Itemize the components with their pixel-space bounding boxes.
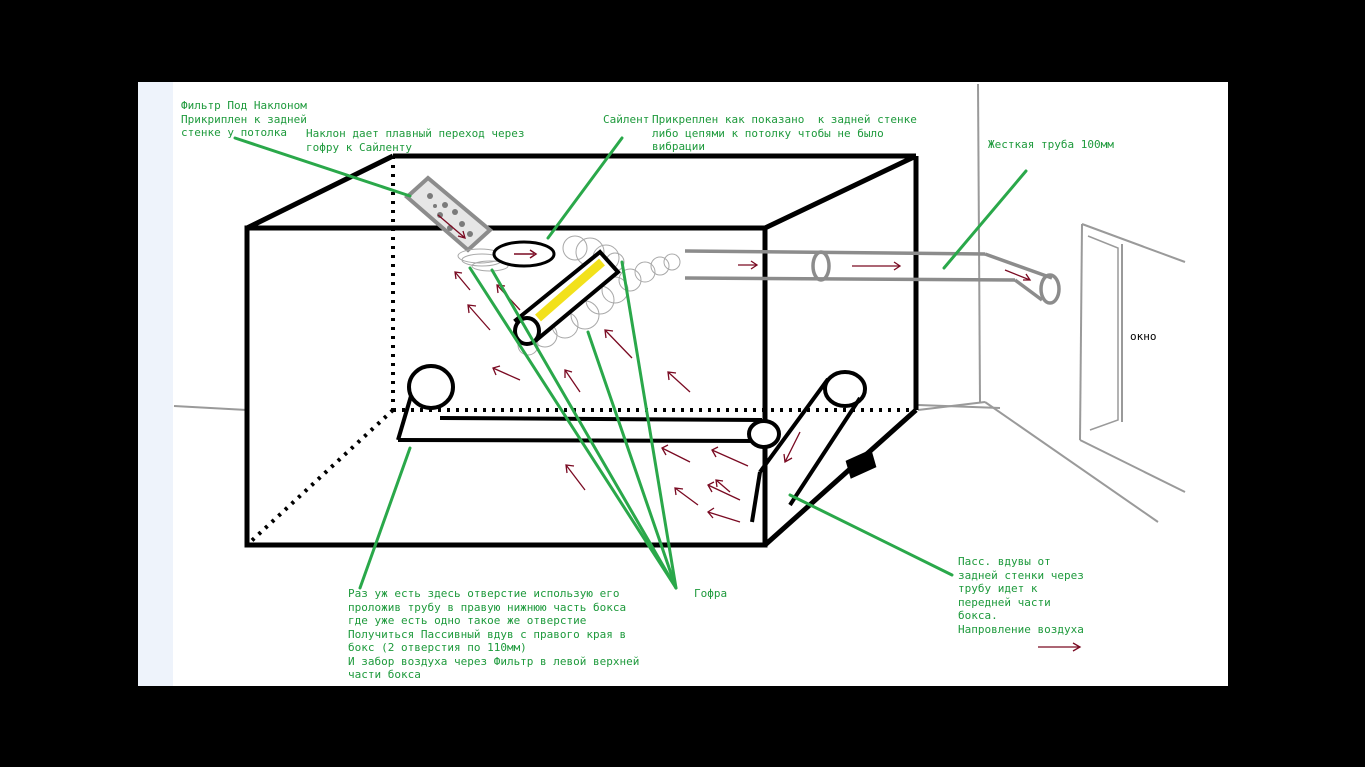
label-hole: Раз уж есть здесь отверстие использую ег… — [348, 587, 640, 681]
arrow-up-left-2 — [564, 369, 581, 393]
arrow-up-left-10 — [711, 446, 749, 467]
arrow-up-left-1 — [492, 365, 521, 381]
arrow-filter — [437, 214, 466, 239]
room-walls — [173, 83, 1186, 523]
arrow-up-left-6 — [467, 304, 491, 331]
grow-box — [244, 153, 919, 548]
label-filter: Фильтр Под Наклоном Прикриплен к задней … — [181, 99, 307, 139]
drawing-canvas — [138, 82, 1228, 686]
inner-pipes — [396, 364, 877, 523]
pointer-silent — [546, 136, 624, 240]
label-gofra: Гофра — [694, 587, 728, 600]
label-attached: Прикреплен как показано к задней стенке … — [652, 113, 917, 153]
filter — [403, 175, 494, 253]
arrow-duct-1 — [738, 260, 759, 270]
pointer-gofra-2 — [490, 268, 678, 590]
label-passive: Пасс. вдувы от задней стенки через трубу… — [958, 555, 1084, 636]
arrow-duct-2 — [852, 261, 902, 271]
pointer-gofra-1 — [468, 266, 678, 590]
pointer-hole — [358, 446, 412, 590]
arrow-duct-3 — [1004, 269, 1032, 281]
silent-fan — [492, 240, 621, 346]
arrow-up-left-3 — [667, 371, 691, 393]
window-frame — [1087, 235, 1119, 431]
label-tilt: Наклон дает плавный переход через гофру … — [306, 127, 525, 154]
pointer-lines — [233, 136, 1028, 590]
arrow-legend — [1038, 642, 1082, 652]
label-rigid-pipe: Жесткая труба 100мм — [988, 138, 1114, 151]
rigid-pipe — [684, 249, 1061, 305]
pointer-gofra-4 — [620, 260, 678, 590]
arrow-up-left-12 — [674, 487, 699, 506]
arrow-up-left-14 — [715, 479, 731, 493]
label-silent: Сайлент — [603, 113, 650, 126]
arrow-inlet — [783, 431, 801, 464]
arrow-up-left-11 — [707, 481, 741, 501]
label-window: окно — [1130, 330, 1157, 343]
arrow-up-left-9 — [661, 444, 691, 463]
arrow-up-left-4 — [604, 329, 633, 359]
arrow-up-left-8 — [565, 464, 586, 491]
pointer-passive — [788, 493, 954, 577]
filter-texture — [427, 193, 473, 237]
pointer-filter — [233, 136, 412, 198]
left-margin-strip — [138, 82, 173, 686]
arrow-up-left-13 — [707, 507, 741, 523]
pointer-gofra-3 — [586, 330, 678, 590]
arrow-up-left-7 — [454, 271, 471, 291]
pointer-rigid-pipe — [942, 169, 1028, 270]
